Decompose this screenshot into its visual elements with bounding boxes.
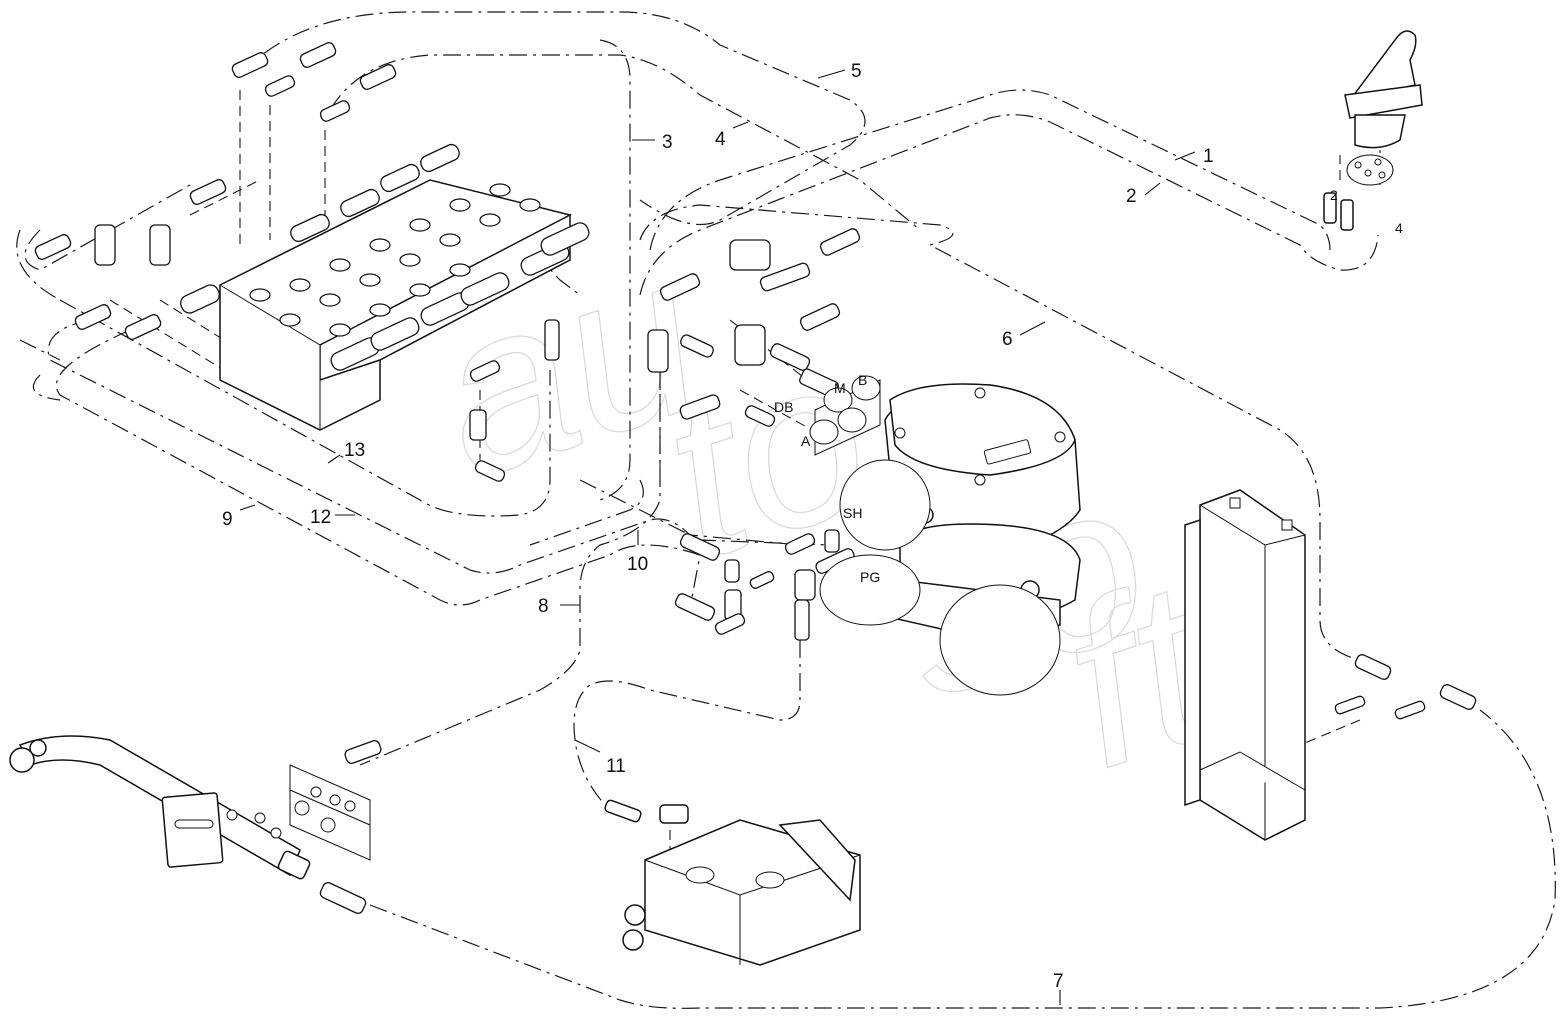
fittings-group-top-left (34, 42, 560, 482)
callout-7: 7 (1053, 971, 1064, 992)
joystick-port-4: 4 (1395, 220, 1403, 236)
port-labels: 2 4 M B DB A SH PG (774, 187, 1403, 585)
callout-3: 3 (662, 132, 673, 153)
callout-1: 1 (1203, 146, 1214, 167)
hose-12 (47, 319, 801, 574)
leader-lines (239, 69, 1196, 1005)
hose-6 (639, 204, 1361, 661)
callout-8: 8 (538, 596, 549, 617)
gasket-kit (289, 764, 371, 861)
hose-2 (639, 114, 1379, 296)
fittings-group-lower (674, 529, 855, 641)
joystick-port-2: 2 (1330, 187, 1338, 203)
motor-port-m: M (834, 380, 846, 396)
motor-port-sh: SH (843, 505, 862, 521)
callout-11: 11 (606, 756, 626, 777)
hose-4 (329, 54, 921, 231)
callout-labels: 5 4 3 1 2 6 13 9 12 10 8 11 7 (222, 61, 1214, 992)
control-valve-block[interactable] (178, 142, 591, 431)
hose-3 (599, 39, 631, 501)
callout-5: 5 (851, 61, 862, 82)
hose-7 (369, 709, 1556, 1009)
hose-13 (24, 184, 551, 517)
motor-port-plate (809, 375, 881, 456)
callout-13: 13 (344, 440, 365, 461)
hose-9 (55, 329, 701, 609)
hose-5 (239, 11, 866, 226)
motor-port-b: B (858, 372, 867, 388)
hose-11 (573, 640, 801, 811)
hose-1 (649, 89, 1331, 251)
oil-cooler[interactable] (1184, 489, 1306, 841)
return-manifold-pipe[interactable] (9, 735, 311, 880)
callout-2: 2 (1126, 186, 1137, 207)
oil-cooler-fittings (1334, 654, 1477, 720)
callout-6: 6 (1002, 329, 1013, 350)
motor-port-pg: PG (860, 569, 880, 585)
watermark: au to so ft (405, 202, 1245, 817)
pipe-fittings (319, 740, 382, 914)
callout-10: 10 (627, 554, 648, 575)
fittings-group-center (647, 228, 861, 427)
callout-4: 4 (715, 129, 726, 150)
swing-motor[interactable] (819, 383, 1081, 696)
motor-port-db: DB (774, 399, 793, 415)
callout-12: 12 (310, 507, 331, 528)
motor-port-a: A (801, 433, 811, 449)
pilot-joystick[interactable] (1323, 30, 1423, 231)
hose-return-top (16, 229, 61, 401)
callout-9: 9 (222, 509, 233, 530)
hydraulic-pump[interactable] (604, 799, 861, 966)
